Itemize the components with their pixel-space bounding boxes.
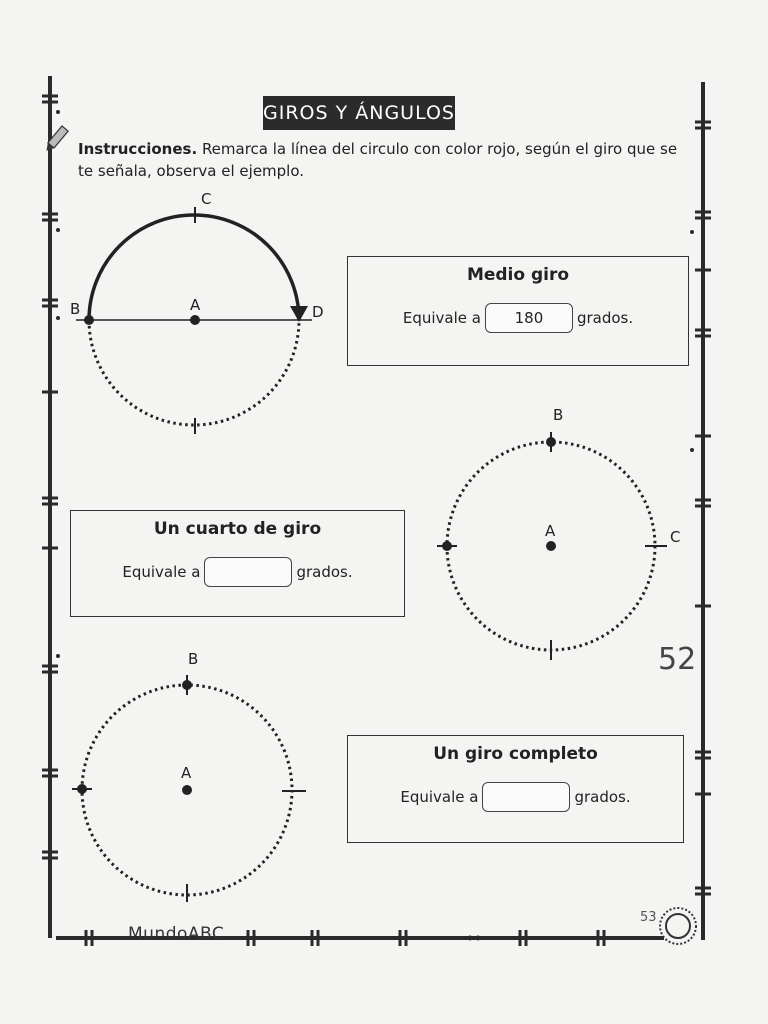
center-dot <box>190 315 200 325</box>
answer-field[interactable]: 180 <box>484 303 573 333</box>
circle-quarter-turn <box>437 432 667 660</box>
instructions-lead: Instrucciones. <box>78 140 198 158</box>
page-number-small: 53 <box>640 910 657 925</box>
grados-label: grados. <box>576 309 634 327</box>
brand-footer: MundoABC <box>128 924 225 944</box>
grados-label: grados. <box>296 563 353 581</box>
answer-field[interactable] <box>204 557 293 587</box>
exercise-row: Equivale a grados. <box>71 557 404 587</box>
corner-stamp-icon <box>659 907 697 945</box>
equivale-label: Equivale a <box>122 563 201 581</box>
circle-dotted-outline <box>87 319 301 427</box>
label-a: A <box>545 522 556 540</box>
label-c: C <box>670 528 681 546</box>
frame-ticks <box>42 94 711 946</box>
answer-field[interactable] <box>482 782 571 812</box>
equivale-label: Equivale a <box>400 788 479 806</box>
circle-half-turn <box>76 207 312 434</box>
exercise-row: Equivale a grados. <box>348 782 683 812</box>
exercise-box-full-turn: Un giro completo Equivale a grados. <box>347 735 684 843</box>
circle-full-turn <box>72 675 306 902</box>
center-dot <box>546 541 556 551</box>
label-a: A <box>181 764 192 782</box>
label-b: B <box>553 406 564 424</box>
exercise-box-half-turn: Medio giro Equivale a 180 grados. <box>347 256 689 366</box>
pencil-icon <box>46 125 69 151</box>
frame-dots <box>56 110 694 941</box>
page-title: GIROS Y ÁNGULOS <box>263 96 455 130</box>
label-b: B <box>70 300 81 318</box>
instructions-body: Remarca la línea del circulo con color r… <box>78 140 678 180</box>
page-number: 52 <box>658 642 697 677</box>
exercise-row: Equivale a 180 grados. <box>348 303 688 333</box>
label-c: C <box>201 190 212 208</box>
label-a: A <box>190 296 201 314</box>
exercise-title: Un giro completo <box>433 744 598 764</box>
arrow-head-icon <box>290 306 308 322</box>
point-b-dot <box>84 315 94 325</box>
label-d: D <box>312 303 324 321</box>
center-dot <box>182 785 192 795</box>
exercise-title: Medio giro <box>466 265 570 285</box>
instructions-text: Instrucciones. Remarca la línea del circ… <box>78 138 678 182</box>
equivale-label: Equivale a <box>402 309 481 327</box>
exercise-box-quarter-turn: Un cuarto de giro Equivale a grados. <box>70 510 405 617</box>
exercise-title: Un cuarto de giro <box>153 519 322 539</box>
grados-label: grados. <box>574 788 631 806</box>
label-b: B <box>188 650 199 668</box>
